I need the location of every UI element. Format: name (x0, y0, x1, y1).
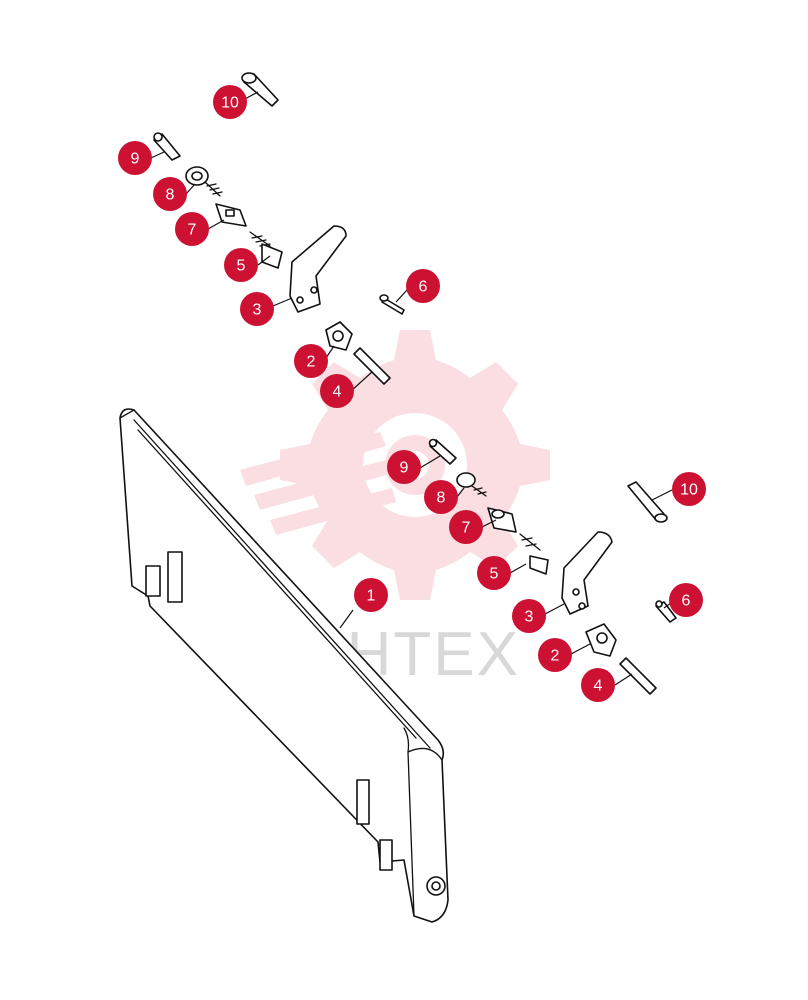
part-5-spring-latch-upper (249, 231, 283, 269)
callout-label: 8 (166, 187, 175, 204)
part-7-clip-lower (487, 507, 517, 533)
callout-c5b: 5 (477, 556, 511, 590)
part-10-pin-lower (627, 481, 668, 523)
callout-c9b: 9 (387, 450, 421, 484)
callout-circle (213, 85, 247, 119)
callout-label: 2 (551, 648, 560, 665)
callout-label: 5 (237, 258, 246, 275)
callout-circle (240, 292, 274, 326)
leader-lines (150, 91, 673, 686)
callout-c2a: 2 (294, 344, 328, 378)
callout-label: 6 (682, 593, 691, 610)
callout-circle (118, 141, 152, 175)
part-3-lever-lower (561, 531, 613, 615)
callout-label: 3 (525, 609, 534, 626)
callout-label: 1 (367, 588, 376, 605)
callout-label: 4 (594, 678, 603, 695)
part-9-pin-lower (428, 438, 457, 465)
part-7-clip-upper (215, 203, 247, 227)
part-8-eyebolt-upper (185, 166, 223, 197)
callout-label: 6 (419, 279, 428, 296)
part-3-lever-upper (289, 225, 347, 313)
callout-c8a: 8 (153, 177, 187, 211)
callout-c9a: 9 (118, 141, 152, 175)
part-6-bolt-upper (379, 294, 405, 315)
callout-circle (512, 599, 546, 633)
callout-c3a: 3 (240, 292, 274, 326)
part-8-eyebolt-lower (456, 472, 487, 497)
callout-label: 3 (253, 302, 262, 319)
callout-circle (449, 510, 483, 544)
watermark-speed-lines (240, 432, 396, 535)
callout-label: 9 (131, 151, 140, 168)
callout-c1: 1 (354, 578, 388, 612)
callout-label: 10 (680, 482, 698, 499)
part-2-block-upper (325, 321, 353, 351)
callout-circle (581, 668, 615, 702)
callout-circle (477, 556, 511, 590)
callout-label: 10 (221, 95, 239, 112)
callout-circle (424, 480, 458, 514)
callout-c6a: 6 (406, 269, 440, 303)
callout-label: 5 (490, 566, 499, 583)
callout-circle (294, 344, 328, 378)
callout-circle (153, 177, 187, 211)
callout-c3b: 3 (512, 599, 546, 633)
callout-label: 7 (188, 222, 197, 239)
part-2-block-lower (585, 623, 617, 657)
part-4-pin-lower (619, 657, 657, 695)
callout-label: 7 (462, 520, 471, 537)
callout-c4b: 4 (581, 668, 615, 702)
callout-label: 9 (400, 460, 409, 477)
part-5-spring-latch-lower (519, 533, 549, 575)
part-10-pin-upper (241, 72, 279, 107)
callout-c7b: 7 (449, 510, 483, 544)
callout-circle (406, 269, 440, 303)
callout-c10b: 10 (672, 472, 706, 506)
callout-circle (669, 583, 703, 617)
callout-circle (320, 374, 354, 408)
callout-label: 8 (437, 490, 446, 507)
callout-circle (175, 212, 209, 246)
callout-c8b: 8 (424, 480, 458, 514)
part-6-bolt-lower (655, 600, 677, 623)
callout-circle (224, 248, 258, 282)
callout-c7a: 7 (175, 212, 209, 246)
callout-c4a: 4 (320, 374, 354, 408)
callout-circle (387, 450, 421, 484)
part-1-mounting-plate (119, 408, 449, 923)
callout-c2b: 2 (538, 638, 572, 672)
callout-c10a: 10 (213, 85, 247, 119)
callout-c6b: 6 (669, 583, 703, 617)
callout-circle (672, 472, 706, 506)
callout-c5a: 5 (224, 248, 258, 282)
callout-label: 4 (333, 384, 342, 401)
callout-circle (354, 578, 388, 612)
callout-circle (538, 638, 572, 672)
part-9-pin-upper (153, 132, 181, 161)
callout-label: 2 (307, 354, 316, 371)
part-4-pin-upper (353, 347, 391, 385)
